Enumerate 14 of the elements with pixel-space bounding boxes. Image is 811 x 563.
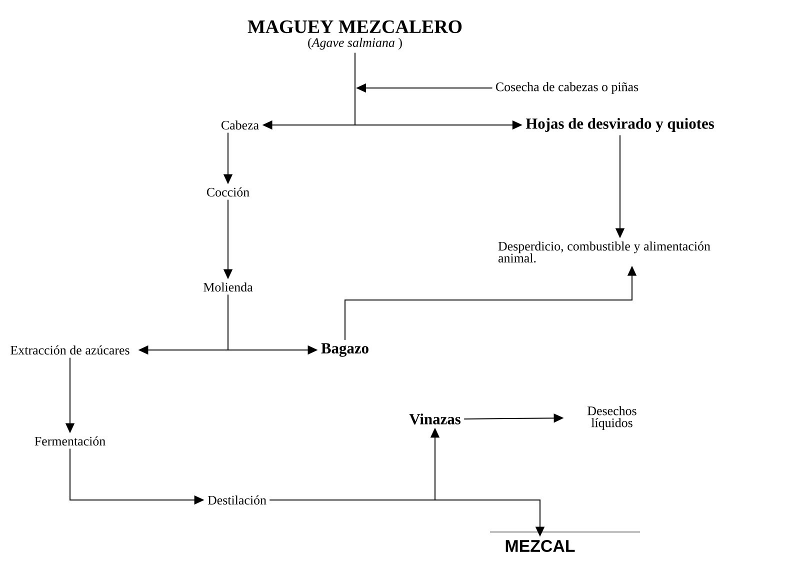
step-label: Molienda	[204, 282, 253, 292]
product-label: Vinazas	[409, 414, 460, 424]
product-label: Bagazo	[321, 343, 368, 357]
title-text: MAGUEY MEZCALERO (Agave salmiana )	[248, 20, 462, 50]
product-label: MEZCAL	[506, 540, 575, 552]
step-label: Extracción de azúcares	[10, 345, 130, 355]
step-label: Destilación	[208, 495, 266, 505]
step-label: Desperdicio, combustible y alimentación animal.	[498, 241, 710, 263]
step-label: Cocción	[206, 187, 250, 197]
product-label: Hojas de desvirado y quiotes	[526, 118, 714, 132]
step-label: Fermentación	[34, 436, 106, 446]
step-label: Desechos líquidos	[588, 406, 636, 430]
step-label: Cabeza	[221, 120, 259, 130]
step-label: Cosecha de cabezas o piñas	[496, 82, 638, 94]
